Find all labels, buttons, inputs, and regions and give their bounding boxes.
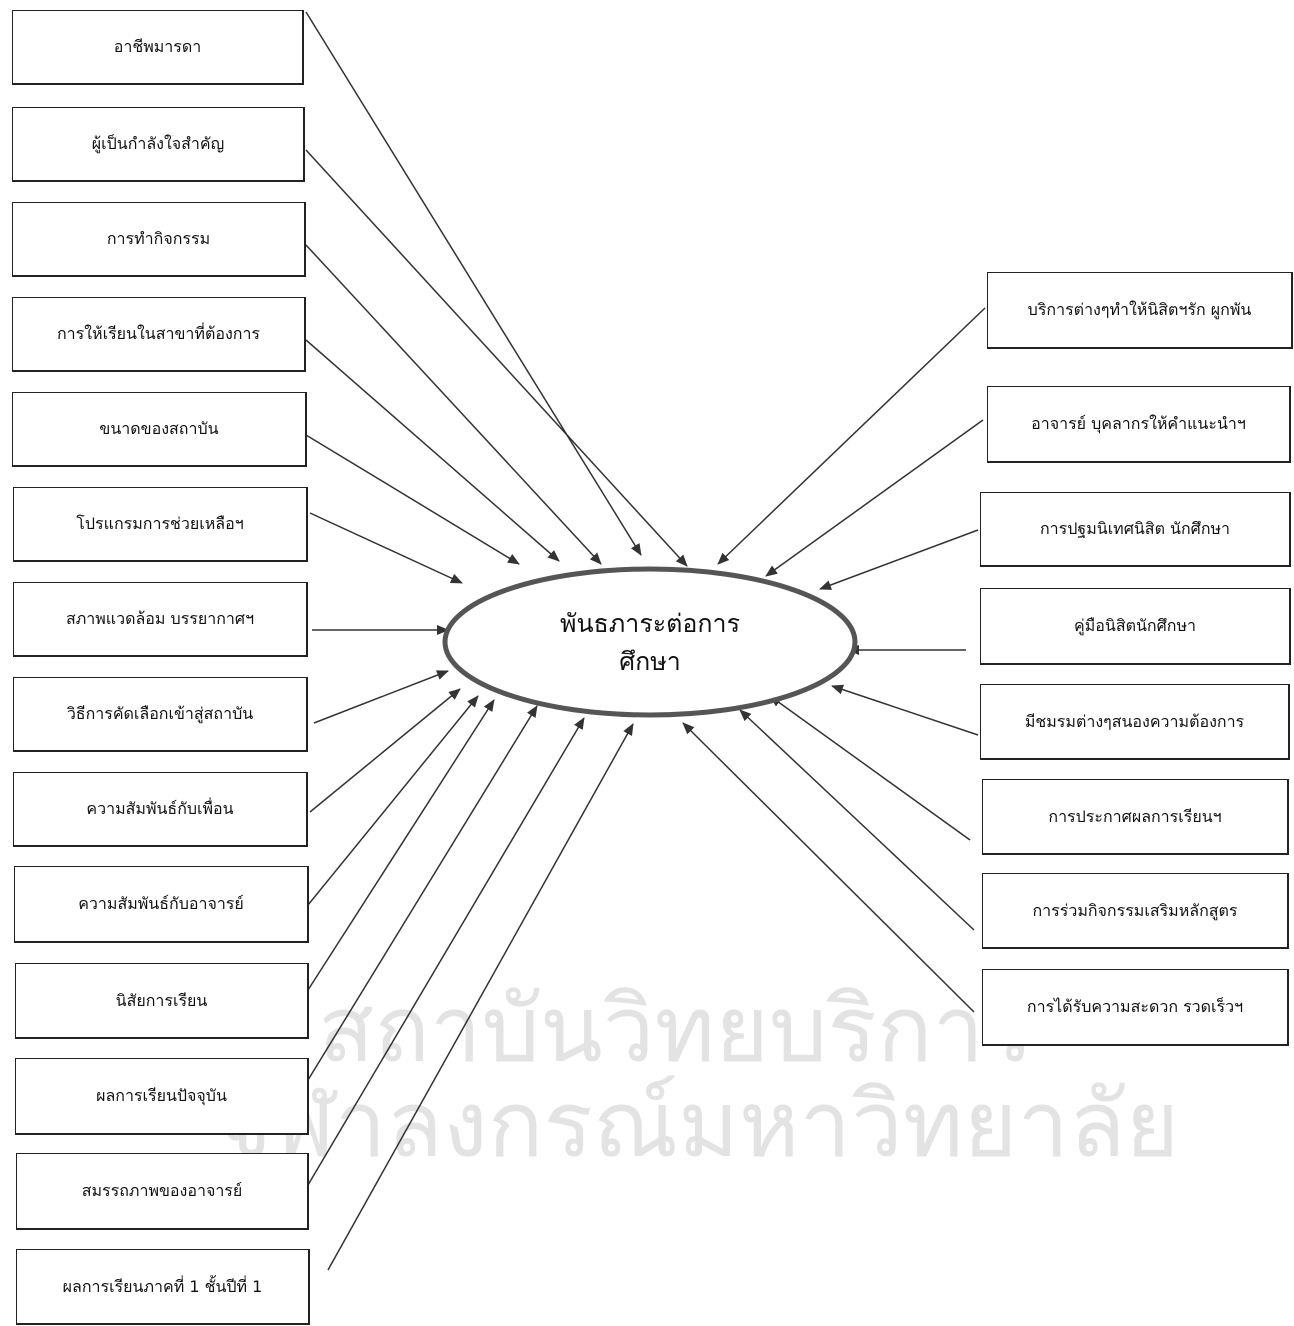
left-factor-arrow <box>309 512 463 584</box>
left-factor-box: ผู้เป็นกำลังใจสำคัญ <box>12 107 305 182</box>
left-factor-box: ผลการเรียนภาคที่ 1 ชั้นปีที่ 1 <box>16 1249 310 1325</box>
right-factor-arrow <box>831 684 979 736</box>
right-factor-box: การได้รับความสะดวก รวดเร็วฯ <box>982 969 1289 1046</box>
right-factor-box: การประกาศผลการเรียนฯ <box>982 779 1289 855</box>
left-factor-box: ผลการเรียนปัจจุบัน <box>15 1058 309 1135</box>
left-factor-arrow <box>305 434 520 565</box>
left-factor-box: นิสัยการเรียน <box>15 963 309 1039</box>
right-factor-arrow <box>682 722 975 1013</box>
left-factor-arrow <box>305 339 560 562</box>
center-ellipse <box>442 566 858 718</box>
right-factor-box: บริการต่างๆทำให้นิสิตฯรัก ผูกพัน <box>987 272 1293 349</box>
left-factor-box: ขนาดของสถาบัน <box>12 392 307 467</box>
center-label-line-1: พันธภาระต่อการ <box>559 609 741 638</box>
left-factor-arrow <box>305 11 642 556</box>
left-factor-box: อาชีพมารดา <box>12 10 304 85</box>
left-factor-box: ความสัมพันธ์กับเพื่อน <box>13 772 308 847</box>
center-concept: พันธภาระต่อการ ศึกษา <box>445 570 855 715</box>
left-factor-box: ความสัมพันธ์กับอาจารย์ <box>14 866 309 943</box>
left-factor-box: สมรรถภาพของอาจารย์ <box>16 1153 309 1230</box>
left-factor-arrow <box>307 717 585 1186</box>
left-factor-box: โปรแกรมการช่วยเหลือฯ <box>13 487 308 562</box>
right-factor-arrow <box>819 529 979 590</box>
left-factor-box: การให้เรียนในสาขาที่ต้องการ <box>12 297 306 372</box>
left-factor-arrow <box>309 688 461 813</box>
right-factor-box: อาจารย์ บุคลากรให้คำแนะนำฯ <box>987 386 1291 463</box>
right-factor-arrow <box>769 695 971 841</box>
right-factor-arrow <box>765 419 984 577</box>
left-factor-arrow <box>307 695 479 906</box>
right-factor-box: การร่วมกิจกรรมเสริมหลักสูตร <box>982 873 1289 949</box>
right-factor-arrow <box>717 307 986 565</box>
left-factor-box: วิธีการคัดเลือกเข้าสู่สถาบัน <box>13 677 308 752</box>
left-factor-arrow <box>327 723 634 1271</box>
right-factor-arrow <box>739 709 975 931</box>
left-factor-arrow <box>313 670 449 724</box>
left-factor-arrow <box>305 149 688 567</box>
left-factor-box: การทำกิจกรรม <box>12 202 306 277</box>
left-factor-arrow <box>307 705 538 1081</box>
right-factor-box: การปฐมนิเทศนิสิต นักศึกษา <box>980 492 1291 567</box>
left-factor-arrow <box>307 699 495 991</box>
center-label-line-2: ศึกษา <box>619 646 681 676</box>
right-factor-box: คู่มือนิสิตนักศึกษา <box>980 588 1291 665</box>
left-factor-arrow <box>305 244 602 565</box>
right-factor-box: มีชมรมต่างๆสนองความต้องการ <box>980 684 1290 760</box>
left-factor-box: สภาพแวดล้อม บรรยากาศฯ <box>13 582 308 657</box>
arrows-group <box>305 11 986 1271</box>
